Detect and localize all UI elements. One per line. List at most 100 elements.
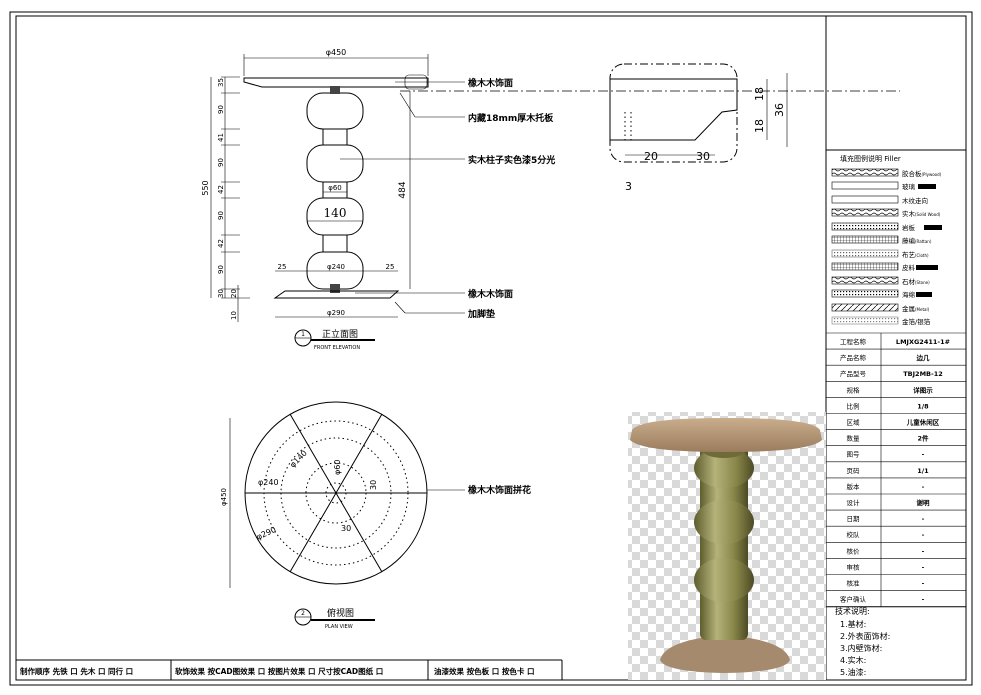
table-row: 设计谢明 <box>826 493 966 507</box>
svg-text:φ290: φ290 <box>327 309 345 317</box>
row-value: 详图示 <box>913 385 933 394</box>
row-label: 产品名称 <box>840 353 867 362</box>
dim-top-width: φ450 <box>326 48 347 57</box>
svg-text:1: 1 <box>301 331 305 338</box>
svg-text:技术说明:: 技术说明: <box>835 606 870 616</box>
svg-text:20: 20 <box>644 150 658 163</box>
inner-frame <box>15 15 967 681</box>
row-label: 规格 <box>847 385 861 394</box>
row-label: 工程名称 <box>840 337 867 346</box>
row-value: LMJXG2411-1# <box>896 338 950 346</box>
table-row: 审核- <box>826 558 966 571</box>
svg-text:φ140: φ140 <box>288 449 309 470</box>
row-value: 1/1 <box>917 467 929 475</box>
svg-text:木纹走向: 木纹走向 <box>902 196 928 205</box>
svg-text:岩板: 岩板 <box>902 223 916 232</box>
svg-text:2.外表面饰材:: 2.外表面饰材: <box>840 631 890 641</box>
row-label: 日期 <box>847 515 861 523</box>
svg-text:金属(Metal): 金属(Metal) <box>902 304 930 313</box>
svg-text:35: 35 <box>217 78 225 87</box>
svg-text:90: 90 <box>217 211 225 220</box>
table-row: 图号- <box>826 445 966 459</box>
row-value: - <box>922 483 925 491</box>
svg-text:实木(Solid Wood): 实木(Solid Wood) <box>902 209 941 218</box>
row-label: 版本 <box>847 482 861 491</box>
svg-text:加脚垫: 加脚垫 <box>467 308 495 320</box>
row-value: - <box>922 596 925 604</box>
row-value: - <box>922 451 925 459</box>
svg-text:φ60: φ60 <box>333 460 342 475</box>
row-value: - <box>922 547 925 555</box>
row-label: 页码 <box>847 467 861 475</box>
row-value: 儿童休闲区 <box>906 418 940 427</box>
svg-text:5.油漆:: 5.油漆: <box>840 667 866 677</box>
svg-text:φ450: φ450 <box>220 488 228 506</box>
section-detail: 20 30 18 18 36 3 <box>609 63 788 193</box>
row-label: 设计 <box>847 498 861 507</box>
svg-text:42: 42 <box>217 185 225 194</box>
svg-text:制作顺序 先铁 口 先木 口 同行 口: 制作顺序 先铁 口 先木 口 同行 口 <box>20 666 133 676</box>
plan-view: φ450 φ240 φ290 φ140 φ60 30 30 橡木木饰面拼花 2 … <box>220 401 531 630</box>
svg-text:海绵: 海绵 <box>902 290 916 299</box>
row-label: 比例 <box>847 401 860 410</box>
svg-text:3.内壁饰材:: 3.内壁饰材: <box>840 643 882 653</box>
table-row: 核准- <box>826 574 966 588</box>
svg-text:胶合板(Plywood): 胶合板(Plywood) <box>902 169 942 178</box>
svg-text:2: 2 <box>301 610 305 617</box>
table-row: 比例 1/8 <box>826 397 966 410</box>
svg-text:实木柱子实色漆5分光: 实木柱子实色漆5分光 <box>468 154 555 166</box>
front-elevation-title: 正立面图 <box>322 328 358 340</box>
row-value: TBJ2MB-12 <box>903 370 943 378</box>
svg-text:软饰效果 按CAD图效果 口 按图片效果 口: 软饰效果 按CAD图效果 口 按图片效果 口 尺寸按CAD图纸 口 <box>175 666 383 676</box>
row-value: 2件 <box>917 434 929 443</box>
svg-text:橡木木饰面拼花: 橡木木饰面拼花 <box>468 484 531 496</box>
row-value: 1/8 <box>917 402 929 410</box>
row-label: 区域 <box>847 418 861 427</box>
plan-view-title: 俯视图 <box>327 607 354 619</box>
table-row: 工程名称 LMJXG2411-1# <box>826 332 966 346</box>
table-row: 校队- <box>826 525 966 539</box>
table-row: 核价- <box>826 541 966 555</box>
svg-text:藤编(Rattan): 藤编(Rattan) <box>902 236 932 245</box>
svg-text:41: 41 <box>217 133 225 142</box>
svg-text:36: 36 <box>773 103 786 117</box>
column <box>306 92 364 290</box>
outer-frame <box>9 11 973 686</box>
tech-notes: 技术说明: 1.基材: 2.外表面饰材: 3.内壁饰材: 4.实木: 5.油漆: <box>835 606 890 677</box>
table-row: 客户确认 - <box>826 590 966 604</box>
svg-text:φ290: φ290 <box>255 525 277 542</box>
row-label: 核准 <box>847 579 861 588</box>
svg-text:140: 140 <box>324 206 347 220</box>
svg-text:1.基材:: 1.基材: <box>840 619 866 629</box>
svg-text:20: 20 <box>230 289 238 298</box>
row-value: - <box>922 531 925 539</box>
svg-text:4.实木:: 4.实木: <box>840 655 866 665</box>
svg-text:42: 42 <box>217 239 225 248</box>
svg-text:25: 25 <box>278 263 287 271</box>
front-elevation: φ450 550 35 90 4 <box>201 48 900 351</box>
svg-text:550: 550 <box>201 180 210 195</box>
svg-text:30: 30 <box>341 524 351 533</box>
row-value: - <box>922 563 925 571</box>
svg-text:10: 10 <box>230 311 238 320</box>
table-row: 页码 1/1 <box>826 461 966 475</box>
svg-text:PLAN VIEW: PLAN VIEW <box>325 624 353 630</box>
legend-title: 填充图例说明 Filler <box>840 154 901 163</box>
svg-text:30: 30 <box>369 480 378 490</box>
svg-text:φ240: φ240 <box>258 478 279 487</box>
svg-text:内藏18mm厚木托板: 内藏18mm厚木托板 <box>468 112 554 124</box>
row-label: 客户确认 <box>840 595 867 604</box>
base-slab <box>273 290 400 299</box>
table-row: 产品型号 TBJ2MB-12 <box>826 364 966 378</box>
svg-text:φ240: φ240 <box>327 263 345 271</box>
svg-text:90: 90 <box>217 105 225 114</box>
bottom-bar: 制作顺序 先铁 口 先木 口 同行 口 软饰效果 按CAD图效果 口 按图片效果… <box>16 659 563 680</box>
table-row: 日期- <box>826 509 966 523</box>
table-row: 规格 详图示 <box>826 380 966 394</box>
row-label: 产品型号 <box>840 369 867 378</box>
svg-text:玻璃: 玻璃 <box>902 182 916 191</box>
svg-text:FRONT ELEVATION: FRONT ELEVATION <box>314 345 360 351</box>
table-row: 区域 儿童休闲区 <box>826 413 966 427</box>
svg-text:30: 30 <box>696 150 710 163</box>
